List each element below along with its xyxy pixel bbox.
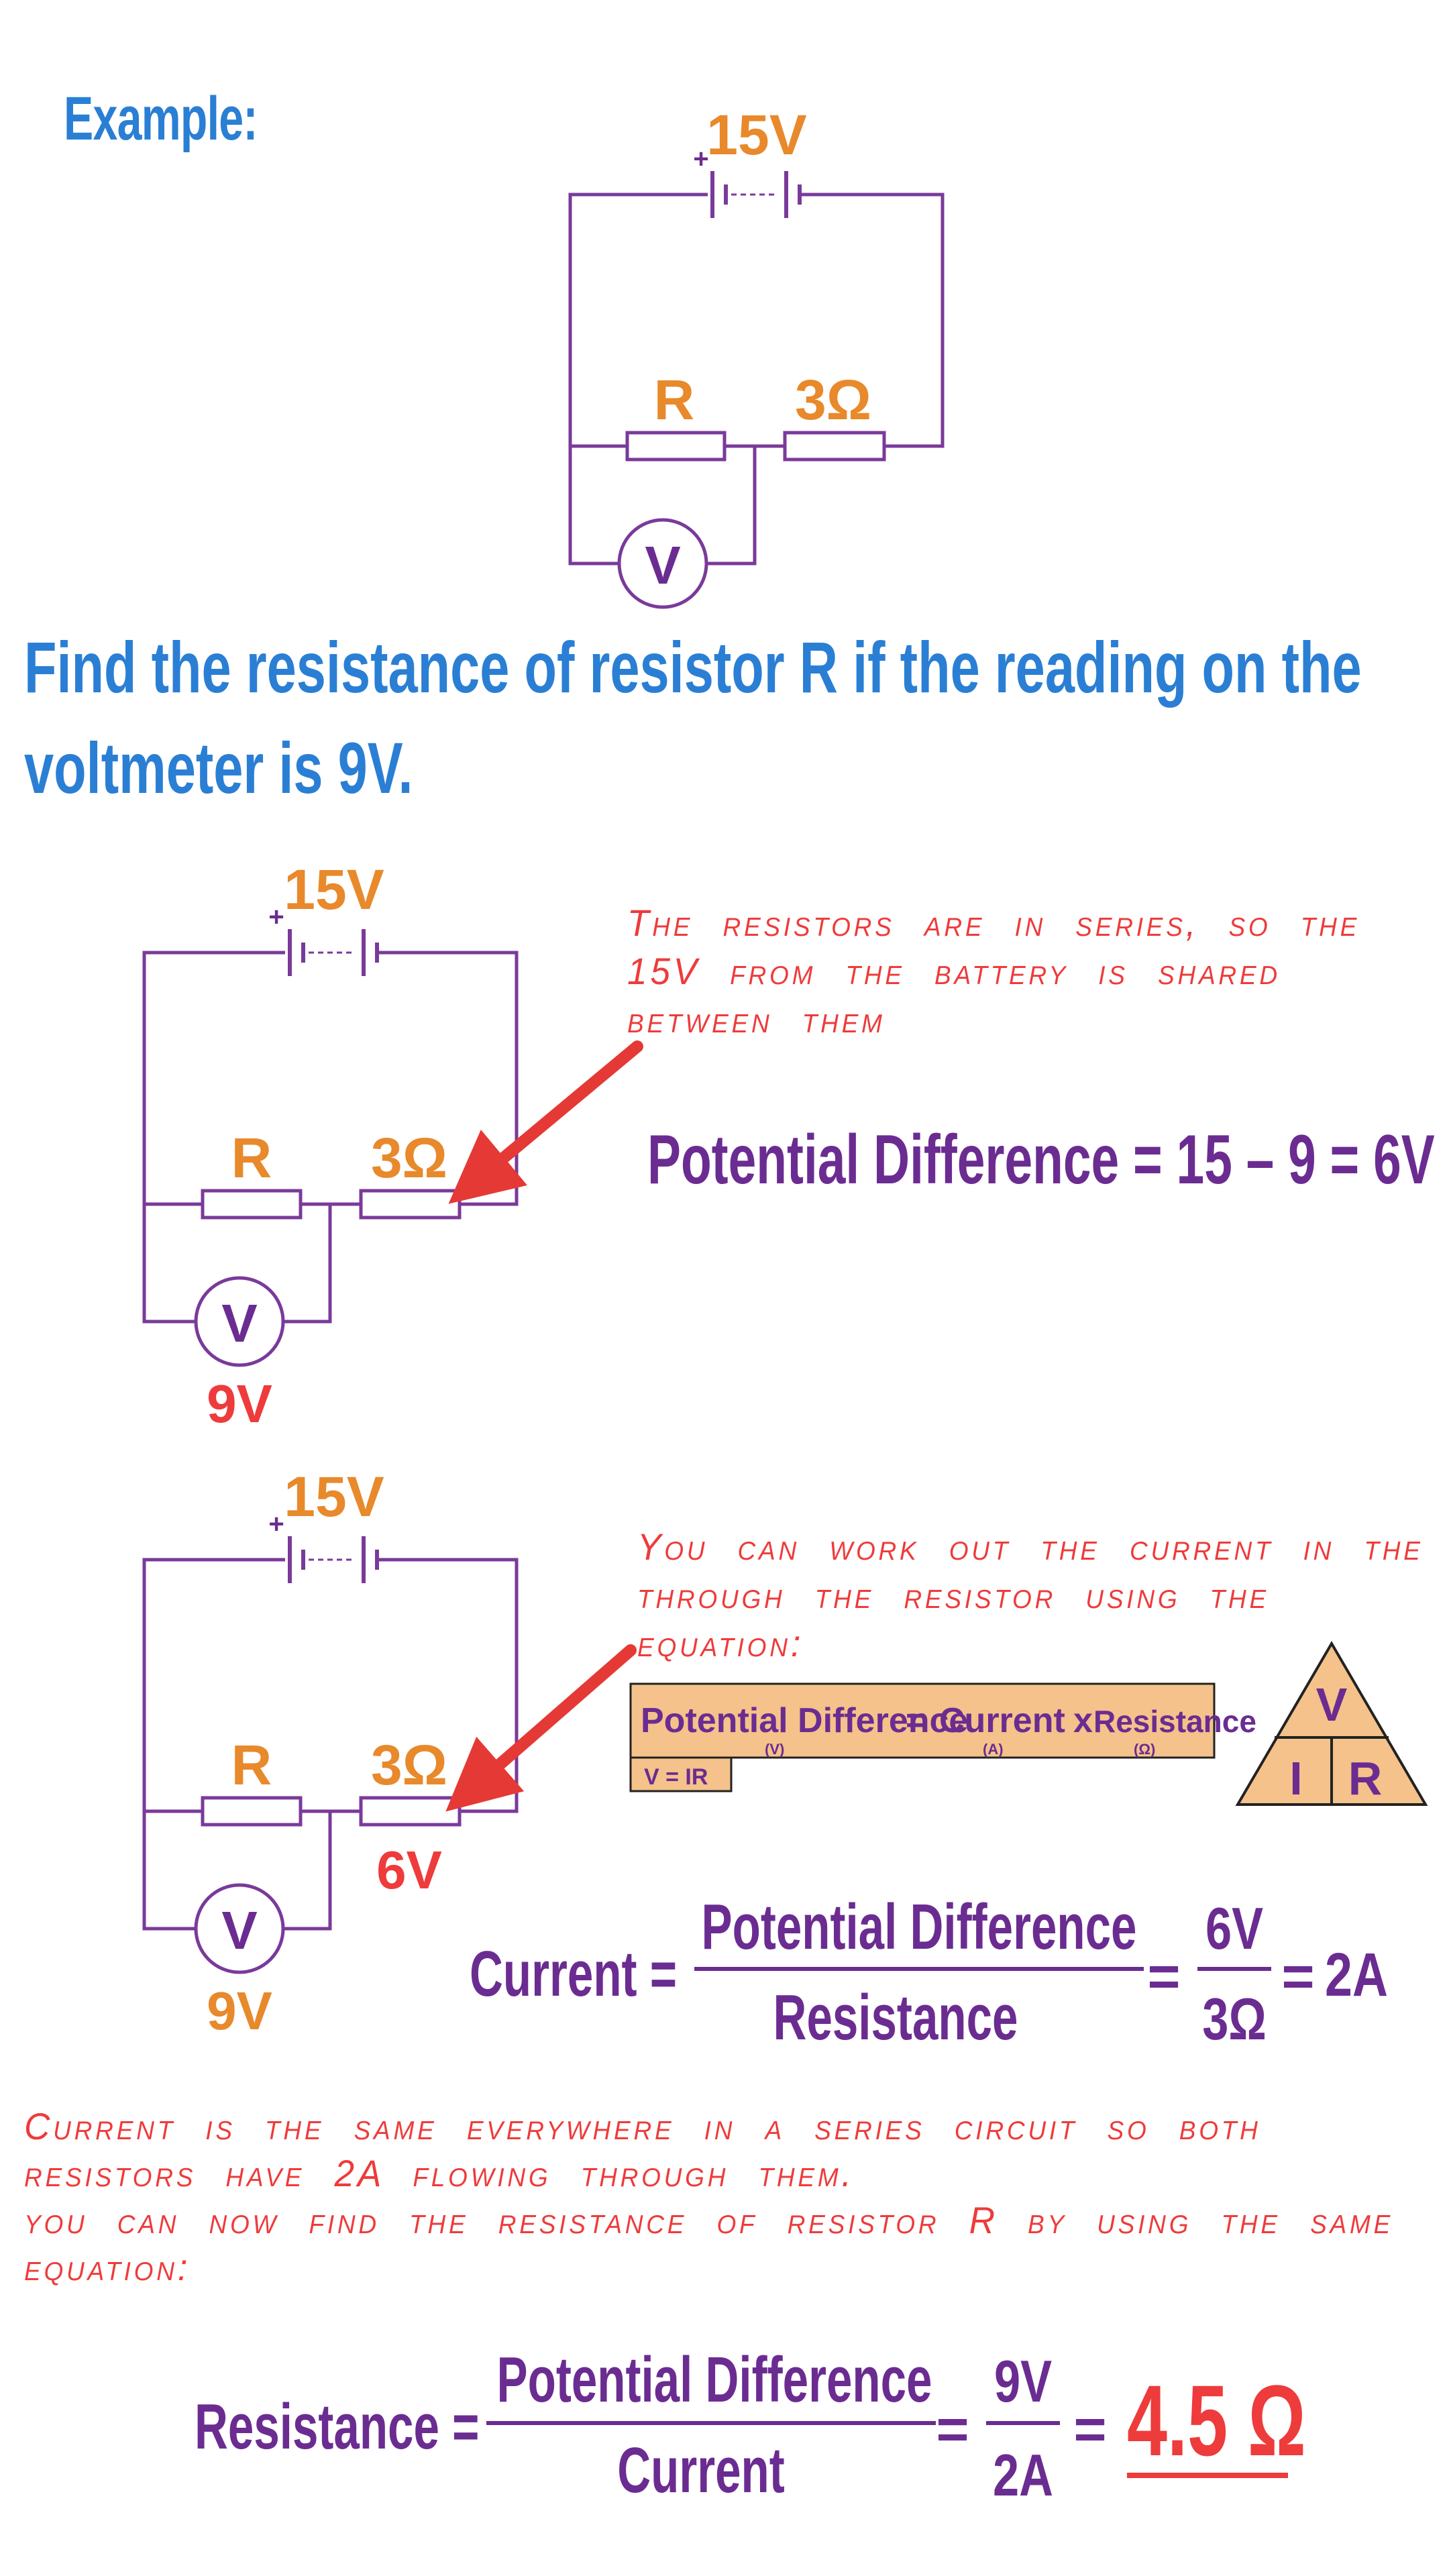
resistance-eq-num2: 9V bbox=[994, 2348, 1052, 2414]
resistor-r bbox=[201, 1189, 303, 1220]
voltmeter bbox=[617, 518, 708, 609]
note-same-current-text: Current is the same everywhere in a seri… bbox=[24, 2105, 1261, 2194]
battery-label: 15V bbox=[284, 1465, 384, 1528]
resistance-eq-den2: 2A bbox=[993, 2442, 1053, 2508]
r-label: R bbox=[231, 1733, 272, 1796]
r-label: R bbox=[231, 1126, 272, 1189]
r2-label: 3Ω bbox=[371, 1733, 447, 1796]
note-same-current: Current is the same everywhere in a seri… bbox=[24, 2103, 1426, 2291]
r-label: R bbox=[654, 368, 695, 431]
current-eq-num: Potential Difference bbox=[702, 1890, 1137, 1963]
resistance-eq-eq1: = bbox=[936, 2398, 969, 2461]
battery-label: 15V bbox=[706, 103, 806, 166]
resistor-r bbox=[201, 1796, 303, 1827]
wire bbox=[568, 446, 619, 566]
note-current-equation: You can work out the current in the thro… bbox=[637, 1525, 1424, 1664]
resistance-eq-lhs: Resistance = bbox=[195, 2390, 479, 2463]
pd-equation: Potential Difference = 15 – 9 = 6V bbox=[647, 1121, 1435, 1199]
wire bbox=[708, 446, 757, 566]
current-eq-num2: 6V bbox=[1205, 1895, 1263, 1961]
voltmeter-symbol: V bbox=[221, 1293, 257, 1353]
wire bbox=[802, 193, 945, 448]
formula-equals: = bbox=[906, 1701, 926, 1740]
resistance-eq-num: Potential Difference bbox=[497, 2343, 932, 2416]
triangle-r: R bbox=[1348, 1752, 1383, 1805]
resistance-eq-den: Current bbox=[617, 2434, 785, 2506]
voltmeter bbox=[194, 1883, 285, 1974]
formula-pd-unit: (V) bbox=[765, 1741, 784, 1758]
formula-box: Potential Difference (V) = Current (A) x… bbox=[629, 1682, 1256, 1792]
wire bbox=[283, 1204, 332, 1324]
formula-pd: Potential Difference bbox=[641, 1701, 968, 1740]
battery-symbol bbox=[288, 1536, 379, 1583]
voltmeter-symbol: V bbox=[221, 1900, 257, 1960]
resistance-eq-eq2: = bbox=[1073, 2398, 1106, 2461]
example-title: Example: bbox=[64, 85, 258, 153]
formula-current: Current bbox=[939, 1701, 1065, 1740]
resistor-r bbox=[625, 431, 727, 462]
formula-resistance: Resistance bbox=[1093, 1704, 1256, 1739]
question-text: Find the resistance of resistor R if the… bbox=[24, 627, 1362, 808]
note-series-shared: The resistors are in series, so the 15V … bbox=[627, 902, 1360, 1040]
resistor-3ohm bbox=[359, 1189, 462, 1220]
voltmeter bbox=[194, 1276, 285, 1367]
circuit-3: V 9V 15V + R 3Ω 6V bbox=[142, 1465, 519, 2041]
current-eq-lhs: Current = bbox=[470, 1937, 677, 2010]
formula-short: V = IR bbox=[644, 1764, 708, 1790]
triangle-v: V bbox=[1316, 1678, 1348, 1731]
formula-current-unit: (A) bbox=[983, 1741, 1004, 1758]
battery-symbol bbox=[288, 929, 379, 976]
current-eq-den2: 3Ω bbox=[1202, 1986, 1267, 2051]
wire bbox=[283, 1811, 332, 1931]
note-same-equation-text: you can now find the resistance of resis… bbox=[24, 2199, 1394, 2288]
voltmeter-reading: 9V bbox=[207, 1374, 272, 1434]
wire bbox=[568, 193, 708, 448]
resistor-3ohm bbox=[783, 431, 886, 462]
current-eq-eq1: = bbox=[1147, 1945, 1180, 2008]
resistance-equation: Resistance = Potential Difference Curren… bbox=[195, 2343, 1306, 2508]
wire bbox=[142, 951, 285, 1206]
battery-symbol bbox=[710, 171, 802, 218]
plus-sign: + bbox=[693, 144, 708, 174]
current-eq-den: Resistance bbox=[773, 1981, 1018, 2053]
triangle-i: I bbox=[1289, 1752, 1302, 1805]
arrow-to-resistor bbox=[445, 1644, 637, 1812]
wire bbox=[379, 951, 519, 1206]
formula-resistance-unit: (Ω) bbox=[1134, 1741, 1155, 1758]
formula-triangle: V I R bbox=[1235, 1641, 1428, 1806]
plus-sign: + bbox=[268, 902, 284, 932]
voltmeter-symbol: V bbox=[645, 535, 680, 595]
r2-voltage: 6V bbox=[376, 1840, 442, 1900]
arrow-to-resistor bbox=[448, 1040, 643, 1204]
plus-sign: + bbox=[268, 1509, 284, 1539]
formula-box-main bbox=[629, 1682, 1216, 1759]
formula-times: x bbox=[1073, 1701, 1093, 1740]
current-eq-result: 2A bbox=[1325, 1940, 1388, 2009]
current-eq-eq2: = bbox=[1281, 1945, 1314, 2008]
r2-label: 3Ω bbox=[795, 368, 871, 431]
wire bbox=[142, 1558, 285, 1813]
current-equation: Current = Potential Difference Resistanc… bbox=[470, 1890, 1388, 2053]
circuit-2: V 9V 15V + R 3Ω bbox=[142, 858, 519, 1434]
wire bbox=[142, 1204, 196, 1324]
resistor-3ohm bbox=[359, 1796, 462, 1827]
resistance-eq-result: 4.5 Ω bbox=[1127, 2365, 1306, 2477]
battery-label: 15V bbox=[284, 858, 384, 921]
r2-label: 3Ω bbox=[371, 1126, 447, 1189]
circuit-1: V 15V + R 3Ω bbox=[568, 103, 945, 609]
wire bbox=[142, 1811, 196, 1931]
formula-box-short bbox=[629, 1756, 733, 1792]
voltmeter-reading: 9V bbox=[207, 1981, 272, 2041]
